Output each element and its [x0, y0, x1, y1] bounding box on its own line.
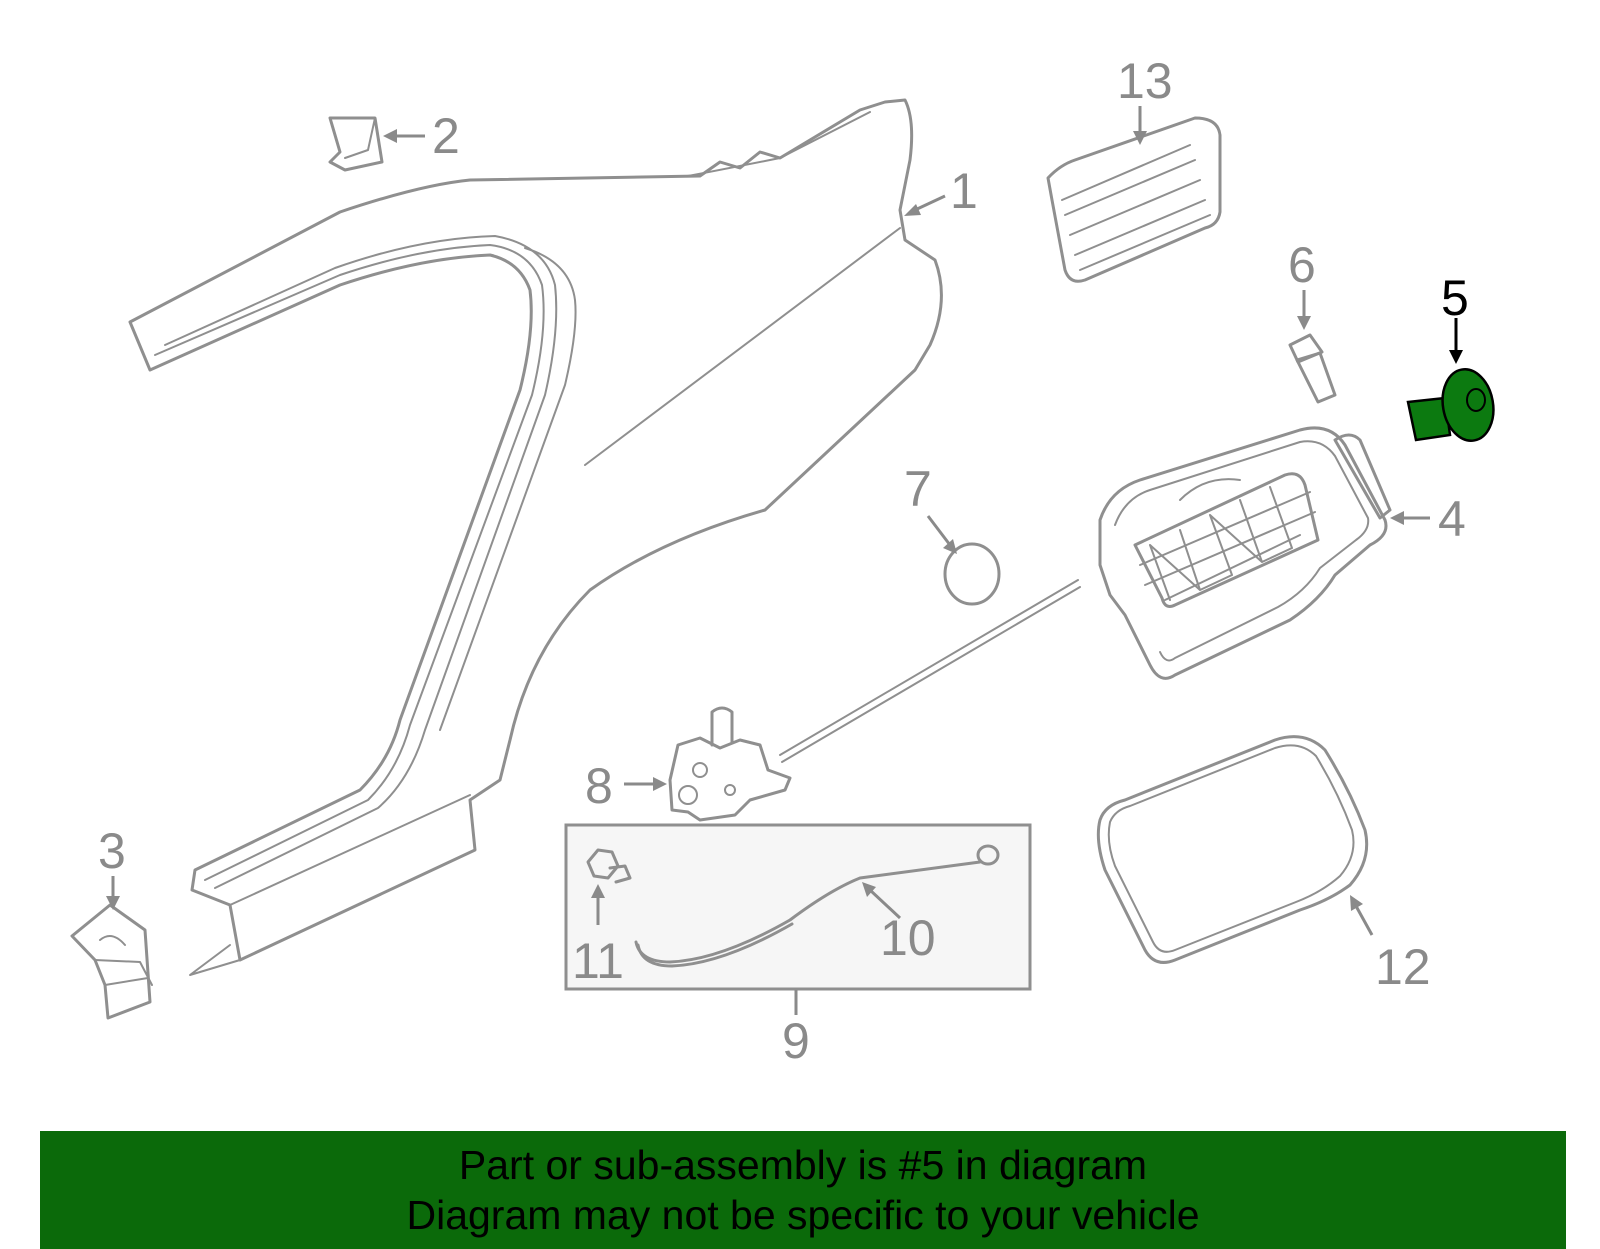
callout-1: 1	[950, 163, 978, 219]
callout-6: 6	[1288, 237, 1316, 293]
callout-3: 3	[98, 823, 126, 879]
leader-11-arrowhead	[591, 884, 605, 898]
part-5-hole	[1466, 388, 1486, 412]
leader-10-arrowhead	[862, 882, 876, 897]
callout-8: 8	[585, 758, 613, 814]
callout-4: 4	[1438, 491, 1466, 547]
callout-2: 2	[432, 108, 460, 164]
leader-2-arrowhead	[383, 129, 397, 143]
part-2-bracket	[328, 116, 384, 172]
leader-3-arrowhead	[106, 896, 120, 910]
callout-13: 13	[1117, 53, 1173, 109]
part-4-filler-housing	[1098, 426, 1392, 680]
part-12-fuel-door	[1096, 735, 1369, 964]
part-5-body	[1406, 396, 1452, 442]
leader-12	[1354, 905, 1374, 936]
callout-11: 11	[572, 933, 624, 989]
part-6-bumper	[1288, 333, 1337, 404]
banner-line-2: Diagram may not be specific to your vehi…	[406, 1192, 1200, 1238]
release-rod	[779, 579, 1081, 763]
leader-8-arrowhead	[653, 777, 667, 791]
banner-line-1: Part or sub-assembly is #5 in diagram	[458, 1142, 1148, 1188]
part-11-screw	[586, 848, 632, 884]
leader-13-arrowhead	[1133, 131, 1147, 145]
callout-12: 12	[1375, 939, 1431, 995]
callout-10: 10	[880, 910, 936, 966]
leader-10	[868, 888, 902, 920]
part-1-quarter-panel	[128, 98, 943, 976]
leader-7-arrowhead	[943, 539, 957, 554]
part-9-kit-box	[564, 823, 1032, 991]
callout-7: 7	[904, 461, 932, 517]
callout-9: 9	[782, 1013, 810, 1069]
part-3-bracket	[70, 903, 153, 1020]
leader-5-arrowhead	[1449, 350, 1463, 364]
part-8-actuator	[668, 706, 792, 822]
leader-1	[914, 194, 946, 212]
leader-1-arrowhead	[904, 204, 921, 216]
part-7-plug	[943, 542, 1001, 606]
part-13-trim-pad	[1046, 116, 1222, 283]
leader-4-arrowhead	[1390, 511, 1404, 525]
leader-7	[926, 515, 952, 546]
callout-5: 5	[1441, 270, 1469, 326]
part-5-highlighted	[1406, 368, 1495, 442]
leader-12-arrowhead	[1350, 895, 1363, 911]
leader-6-arrowhead	[1297, 316, 1311, 330]
part-10-cable	[634, 844, 1000, 968]
info-banner: Part or sub-assembly is #5 in diagram Di…	[40, 1131, 1566, 1249]
